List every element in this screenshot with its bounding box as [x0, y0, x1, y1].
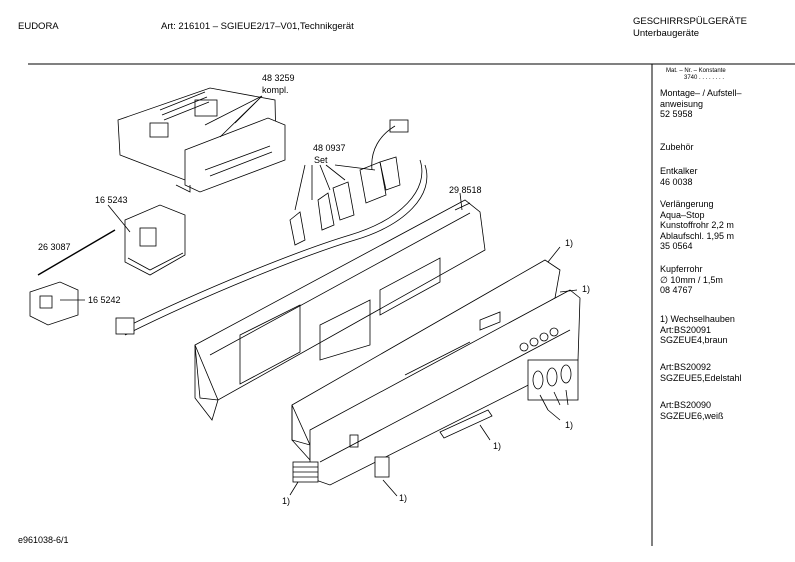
callout-note-1c: 1) [565, 420, 574, 430]
category-label: GESCHIRRSPÜLGERÄTE [633, 16, 748, 27]
callout-note-1a: 1) [565, 238, 574, 248]
sidebar-block-accessories: Zubehör [660, 142, 694, 153]
callout-483259: 48 3259 [262, 73, 295, 83]
sidebar-line: Art:BS20092 [660, 362, 712, 372]
sidebar-line: Zubehör [660, 142, 694, 152]
sidebar-line: ∅ 10mm / 1,5m [660, 274, 723, 285]
sidebar-line: Ablaufschl. 1,95 m [660, 230, 735, 241]
switch-part [29, 281, 79, 326]
callout-note-1e: 1) [399, 493, 408, 503]
article-label: Art: 216101 – SGIEUE2/17–V01,Technikgerä… [161, 21, 354, 32]
cable-part [37, 229, 116, 276]
sidebar-line: SGZEUE6,weiß [660, 410, 724, 421]
subcategory-label: Unterbaugeräte [633, 28, 700, 39]
sidebar-line: 1) Wechselhauben [660, 314, 735, 324]
sidebar-line: Verlängerung [660, 199, 714, 209]
sidebar-line: 35 0564 [660, 241, 693, 251]
callout-480937: 48 0937 [313, 143, 346, 153]
sidebar-line: SGZEUE4,braun [660, 335, 728, 345]
cable-harness-part [115, 119, 428, 336]
sidebar-line: Aqua–Stop [660, 209, 705, 220]
callout-note-1b: 1) [582, 284, 591, 294]
callout-263087: 26 3087 [38, 242, 71, 252]
sidebar-line: Art:BS20091 [660, 324, 712, 335]
callout-note-1f: 1) [282, 496, 291, 506]
sidebar-block-covers-steel: Art:BS20092 SGZEUE5,Edelstahl [660, 362, 742, 383]
relay-holder-part [124, 204, 186, 276]
sidebar-line: Art:BS20090 [660, 400, 712, 410]
cover-cap-part [374, 456, 390, 478]
knob-set-part [527, 359, 579, 411]
callout-kompl: kompl. [262, 85, 289, 95]
sidebar-block-covers-white: Art:BS20090 SGZEUE6,weiß [660, 400, 724, 421]
sidebar-line: Montage– / Aufstell– [660, 88, 742, 98]
sidebar-line: 08 4767 [660, 285, 693, 295]
callout-set: Set [314, 155, 328, 165]
drawing-code: e961038-6/1 [18, 535, 69, 545]
sidebar-line: SGZEUE5,Edelstahl [660, 372, 742, 383]
brand-label: EUDORA [18, 21, 59, 32]
mat-number-value: 3740 . . . . . . . . [684, 75, 725, 81]
sidebar-line: anweisung [660, 98, 704, 109]
sidebar-line: 46 0038 [660, 176, 693, 187]
sidebar-block-copper-pipe: Kupferrohr ∅ 10mm / 1,5m 08 4767 [660, 264, 723, 296]
sidebar-line: 52 5958 [660, 109, 693, 119]
callout-note-1d: 1) [493, 441, 502, 451]
sidebar-line: Entkalker [660, 166, 698, 176]
main-panel-part [194, 192, 486, 421]
mat-number-header: Mat. – Nr. – Konstante [666, 68, 726, 74]
sidebar-block-covers-brown: 1) Wechselhauben Art:BS20091 SGZEUE4,bra… [660, 314, 735, 346]
sidebar-line: Kunstoffrohr 2,2 m [660, 220, 734, 230]
control-board-part [117, 87, 286, 193]
bottom-stack-part [292, 461, 319, 483]
sidebar-block-descaler: Entkalker 46 0038 [660, 166, 698, 187]
sidebar-block-manual: Montage– / Aufstell– anweisung 52 5958 [660, 88, 742, 120]
sidebar-line: Kupferrohr [660, 264, 703, 274]
callout-298518: 29 8518 [449, 185, 482, 195]
callout-165242: 16 5242 [88, 295, 121, 305]
callout-165243: 16 5243 [95, 195, 128, 205]
cover-strip-part [439, 409, 493, 439]
sidebar-block-extension: Verlängerung Aqua–Stop Kunstoffrohr 2,2 … [660, 199, 734, 252]
